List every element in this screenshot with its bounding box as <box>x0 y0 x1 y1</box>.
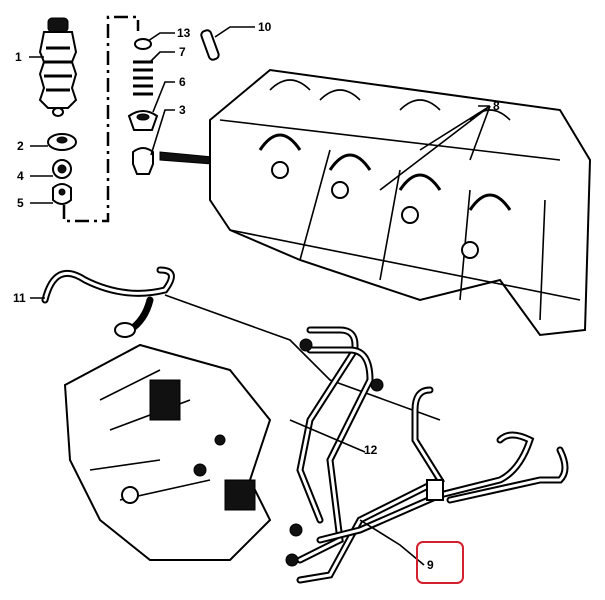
callout-6: 6 <box>179 75 186 89</box>
callout-11: 11 <box>13 291 26 305</box>
assembly-bracket <box>62 15 140 223</box>
callout-4: 4 <box>17 169 24 183</box>
callout-8: 8 <box>493 99 500 113</box>
injector-part-1 <box>38 17 78 117</box>
callout-5: 5 <box>17 196 24 210</box>
leader-lines <box>29 26 491 566</box>
callout-10: 10 <box>258 20 272 34</box>
seal-part-5 <box>52 183 72 205</box>
callout-2: 2 <box>17 139 24 153</box>
return-hose-part-11 <box>41 266 175 338</box>
seal-part-4 <box>52 159 72 179</box>
spring-part-7 <box>133 60 153 96</box>
washer-part-2 <box>47 133 77 151</box>
callout-1: 1 <box>15 50 22 64</box>
callout-13: 13 <box>177 26 191 40</box>
highlight-box-9 <box>416 541 464 584</box>
cylinder-head <box>209 68 592 337</box>
callout-3: 3 <box>179 103 186 117</box>
washer-part-13 <box>134 38 152 50</box>
return-line <box>164 294 441 421</box>
callout-7: 7 <box>179 45 186 59</box>
callout-9: 9 <box>427 558 434 572</box>
nozzle-part-3 <box>132 147 154 175</box>
callout-12: 12 <box>364 443 378 457</box>
injection-pump <box>63 343 272 561</box>
seat-part-6 <box>127 110 159 131</box>
sleeve-part-10 <box>200 29 220 61</box>
injection-pipe-set-part-9 <box>285 326 569 584</box>
